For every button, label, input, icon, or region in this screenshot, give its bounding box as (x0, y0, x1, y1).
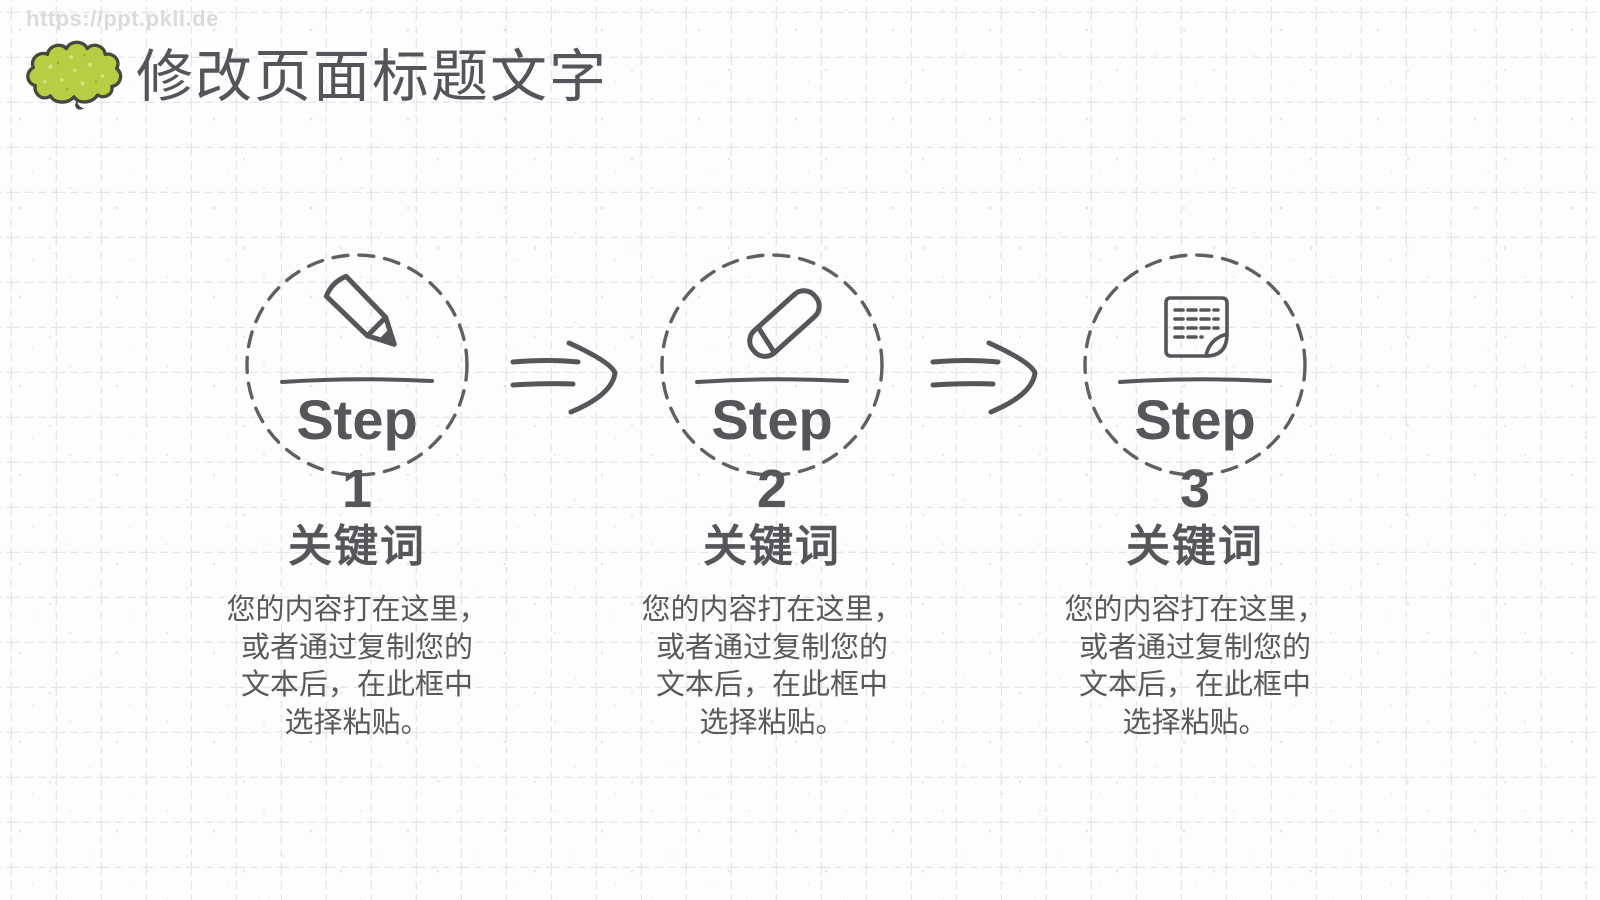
step-3-circle (1083, 253, 1307, 477)
step-1-number: 1 (341, 459, 373, 519)
step-1-label: Step (296, 388, 418, 451)
step-2-block: Step 2 关键词 您的内容打在这里， 或者通过复制您的 文本后，在此框中 选… (602, 252, 942, 762)
slide-header: 修改页面标题文字 (22, 36, 608, 118)
eraser-icon (747, 288, 822, 359)
step-3-keyword: 关键词 (1126, 522, 1264, 571)
step-2-number: 2 (756, 459, 788, 519)
step-3-body: 您的内容打在这里， 或者通过复制您的 文本后，在此框中 选择粘贴。 (1064, 594, 1326, 740)
step-3-label: Step (1134, 388, 1256, 451)
sticky-note-icon (1164, 296, 1229, 358)
step-1-body: 您的内容打在这里， 或者通过复制您的 文本后，在此框中 选择粘贴。 (226, 594, 488, 740)
step-2-circle (660, 253, 884, 477)
step-2-body: 您的内容打在这里， 或者通过复制您的 文本后，在此框中 选择粘贴。 (641, 594, 903, 740)
arrow-right-icon (510, 340, 618, 415)
step-1-block: Step 1 关键词 您的内容打在这里， 或者通过复制您的 文本后，在此框中 选… (187, 252, 527, 762)
pencil-icon (323, 273, 397, 347)
step-2-label: Step (711, 388, 833, 451)
step-2-keyword: 关键词 (703, 522, 841, 571)
green-cloud-doodle-icon (26, 40, 123, 110)
watermark-url: https://ppt.pkll.de (26, 6, 219, 31)
step-3-block: Step 3 关键词 您的内容打在这里， 或者通过复制您的 文本后，在此框中 选… (1025, 252, 1365, 762)
page-title: 修改页面标题文字 (136, 44, 608, 109)
arrow-right-icon (930, 340, 1038, 415)
step-1-circle (245, 253, 469, 477)
step-1-keyword: 关键词 (288, 522, 426, 571)
step-3-number: 3 (1179, 459, 1211, 519)
